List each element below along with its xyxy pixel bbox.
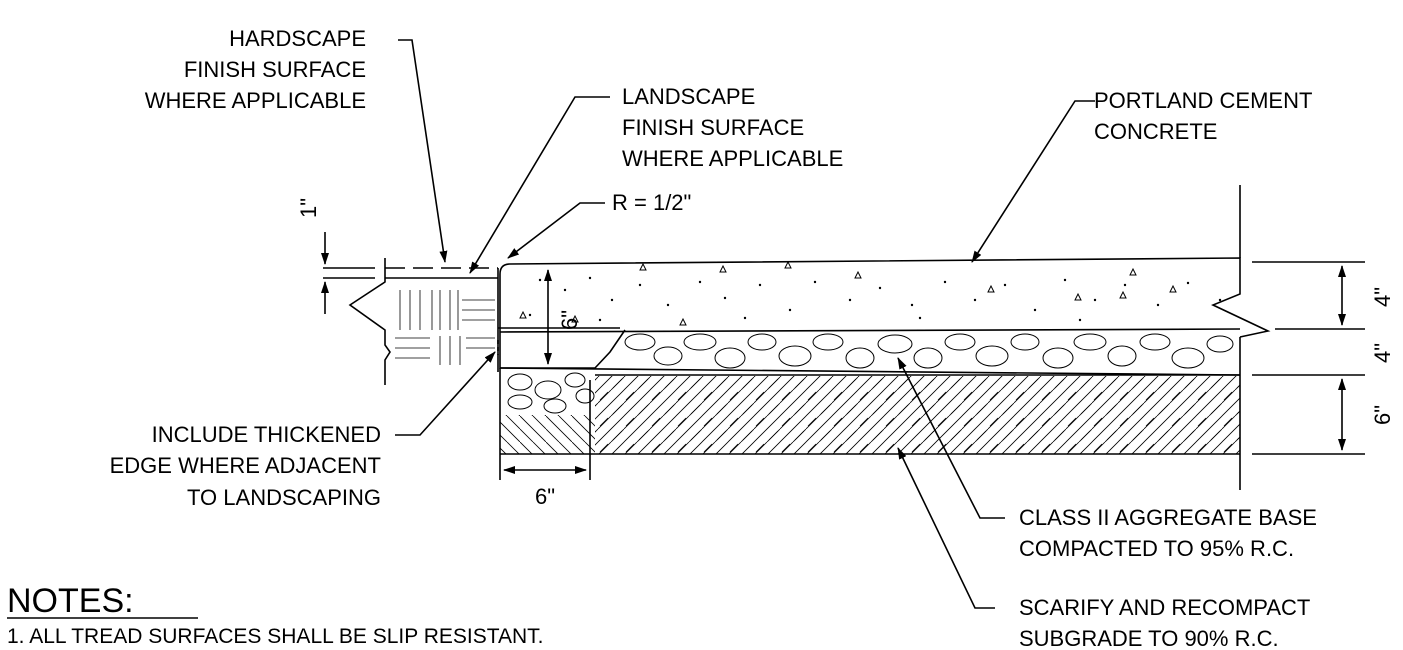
note-item: 1. ALL TREAD SURFACES SHALL BE SLIP RESI… [7, 625, 543, 648]
svg-text:INCLUDE THICKENED: INCLUDE THICKENED [152, 422, 381, 447]
svg-text:SUBGRADE TO 90% R.C.: SUBGRADE TO 90% R.C. [1019, 626, 1279, 650]
svg-text:HARDSCAPE: HARDSCAPE [229, 26, 366, 51]
leader-lines [395, 39, 1095, 609]
svg-text:COMPACTED TO 95% R.C.: COMPACTED TO 95% R.C. [1019, 536, 1294, 561]
svg-text:WHERE APPLICABLE: WHERE APPLICABLE [145, 88, 366, 113]
svg-text:WHERE APPLICABLE: WHERE APPLICABLE [622, 146, 843, 171]
label-radius: R = 1/2" [612, 190, 691, 215]
subgrade [499, 337, 1241, 490]
svg-text:SCARIFY AND RECOMPACT: SCARIFY AND RECOMPACT [1019, 595, 1310, 620]
dim-step-height: 1" [296, 198, 321, 218]
dimension-lines [321, 232, 1365, 480]
label-landscape: LANDSCAPE FINISH SURFACE WHERE APPLICABL… [622, 84, 843, 171]
label-aggregate-base: CLASS II AGGREGATE BASE COMPACTED TO 95%… [1019, 505, 1317, 561]
dim-concrete-thickness: 4" [1370, 287, 1395, 307]
dim-subgrade-thickness: 6" [1370, 405, 1395, 425]
notes-block: NOTES: 1. ALL TREAD SURFACES SHALL BE SL… [7, 582, 543, 648]
dim-edge-depth: 6" [557, 310, 582, 330]
svg-text:LANDSCAPE: LANDSCAPE [622, 84, 755, 109]
label-hardscape: HARDSCAPE FINISH SURFACE WHERE APPLICABL… [145, 26, 366, 113]
svg-text:TO LANDSCAPING: TO LANDSCAPING [187, 485, 381, 510]
svg-text:EDGE WHERE ADJACENT: EDGE WHERE ADJACENT [110, 453, 381, 478]
label-subgrade: SCARIFY AND RECOMPACT SUBGRADE TO 90% R.… [1019, 595, 1310, 650]
aggregate-base [499, 333, 1241, 414]
hardscape-paver [348, 258, 499, 385]
label-portland-cement: PORTLAND CEMENT CONCRETE [1094, 88, 1312, 144]
svg-text:PORTLAND CEMENT: PORTLAND CEMENT [1094, 88, 1312, 113]
svg-text:CLASS II AGGREGATE BASE: CLASS II AGGREGATE BASE [1019, 505, 1317, 530]
svg-text:FINISH SURFACE: FINISH SURFACE [184, 57, 366, 82]
label-thickened-edge: INCLUDE THICKENED EDGE WHERE ADJACENT TO… [110, 422, 381, 510]
svg-text:CONCRETE: CONCRETE [1094, 119, 1217, 144]
dim-base-thickness: 4" [1370, 343, 1395, 363]
concrete-slab [498, 185, 1271, 369]
dim-edge-width: 6" [535, 484, 555, 509]
notes-heading: NOTES: [7, 582, 134, 620]
svg-text:FINISH SURFACE: FINISH SURFACE [622, 115, 804, 140]
